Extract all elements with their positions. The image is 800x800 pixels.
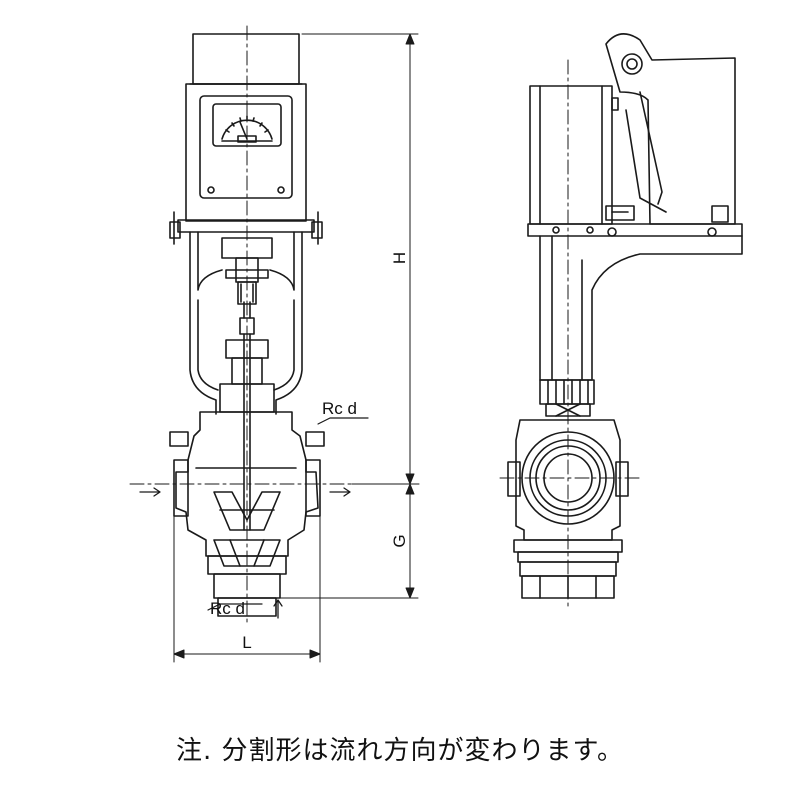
dimension-lines xyxy=(173,33,419,663)
side-view xyxy=(499,33,743,611)
valve-body-front xyxy=(169,411,325,617)
actuator-cap xyxy=(192,33,300,85)
front-view xyxy=(129,25,421,623)
bracket xyxy=(539,235,743,381)
flow-arrows xyxy=(139,487,351,619)
dim-g-label: G xyxy=(390,534,409,547)
actuator-housing xyxy=(185,83,307,222)
dim-h-label: H xyxy=(390,252,409,264)
dim-l-label: L xyxy=(242,633,251,652)
flow-direction-note: 注. 分割形は流れ方向が変わります。 xyxy=(176,736,624,766)
port-label-top: Rc d xyxy=(322,399,357,418)
yoke xyxy=(189,231,303,415)
port-label-bottom: Rc d xyxy=(210,599,245,618)
actuator-box xyxy=(529,85,613,225)
cover-knob xyxy=(621,53,643,75)
